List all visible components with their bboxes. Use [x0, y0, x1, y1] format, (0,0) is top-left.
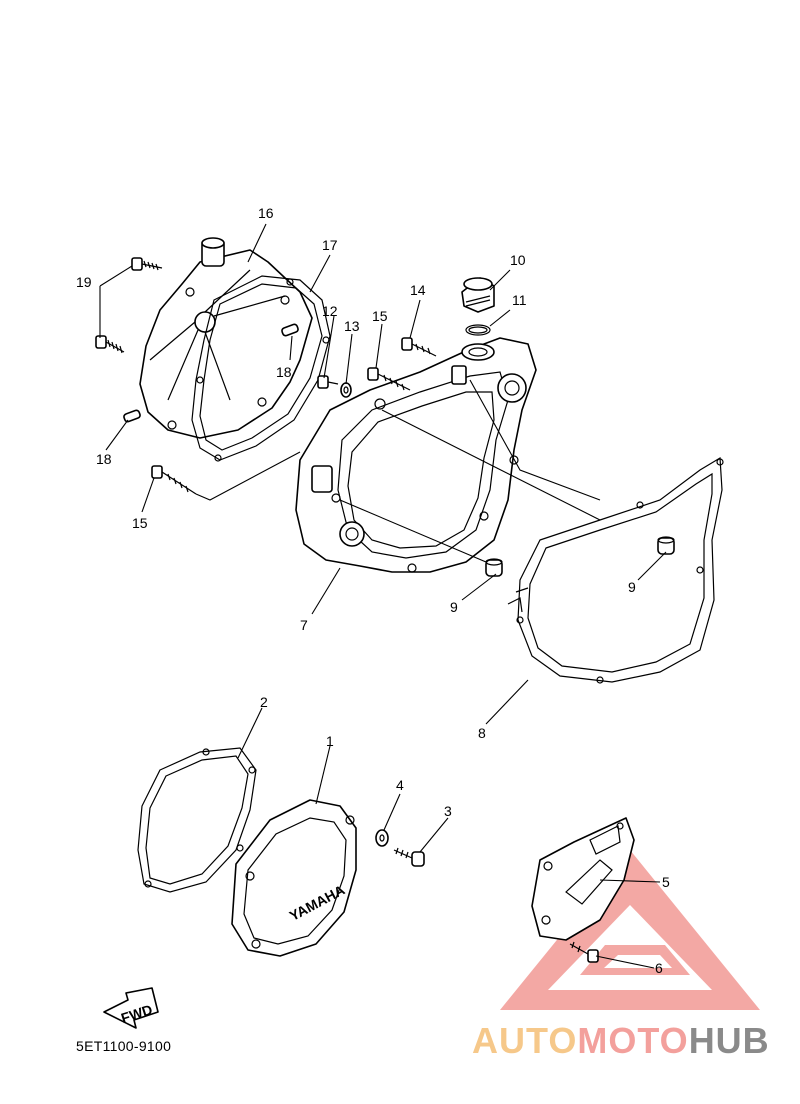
callout-15: 15 — [372, 308, 388, 324]
part-13-washer — [340, 382, 352, 398]
callout-2: 2 — [260, 694, 268, 710]
callout-7: 7 — [300, 617, 308, 633]
part-11-o-ring — [465, 324, 491, 336]
part-1-generator-cover: YAMAHA — [231, 799, 357, 957]
callout-3: 3 — [444, 803, 452, 819]
part-14-bolt — [401, 337, 437, 357]
diagram-code: 5ET1100-9100 — [76, 1038, 172, 1054]
callout-17: 17 — [322, 237, 338, 253]
alignment-line — [469, 379, 601, 501]
part-3-bolt — [393, 847, 425, 867]
part-18-dowel-pin — [123, 409, 141, 423]
part-19-bolt — [95, 335, 125, 354]
part-12-bolt — [317, 375, 339, 389]
callout-8: 8 — [478, 725, 486, 741]
part-15-bolt — [367, 367, 411, 391]
callout-6: 6 — [655, 960, 663, 976]
part-9-dowel — [485, 558, 503, 577]
part-16-clutch-cover — [139, 237, 313, 439]
callout-10: 10 — [510, 252, 526, 268]
leader-lines — [99, 223, 667, 969]
callout-16: 16 — [258, 205, 274, 221]
watermark-triangle-icon — [500, 850, 760, 1010]
part-5-guard-plate — [531, 817, 635, 941]
bolt-alignment-line — [195, 451, 301, 501]
watermark-part-moto: MOTO — [577, 1020, 689, 1061]
watermark-part-hub: HUB — [688, 1020, 770, 1061]
callout-14: 14 — [410, 282, 426, 298]
part-4-washer — [375, 829, 389, 847]
callout-18: 18 — [96, 451, 112, 467]
watermark-part-auto: AUTO — [472, 1020, 578, 1061]
callout-5: 5 — [662, 874, 670, 890]
part-8-gasket — [507, 456, 724, 684]
callout-15: 15 — [132, 515, 148, 531]
fwd-arrow-icon: FWD — [103, 987, 159, 1029]
callout-labels: 1 2 3 4 5 6 7 8 9 9 10 11 12 13 14 15 15… — [76, 205, 670, 976]
callout-18: 18 — [276, 364, 292, 380]
callout-9: 9 — [450, 599, 458, 615]
callout-11: 11 — [512, 292, 527, 308]
part-2-gasket — [137, 747, 257, 893]
part-9-dowel — [657, 536, 675, 555]
alignment-line — [339, 499, 487, 563]
alignment-line — [381, 409, 601, 521]
part-7-crankcase-cover — [295, 337, 537, 573]
oil-filler-boss — [461, 343, 495, 361]
part-18-dowel-pin — [281, 323, 299, 337]
watermark-logo: AUTOMOTOHUB — [472, 1020, 770, 1062]
part-17-gasket — [191, 275, 331, 462]
part-10-oil-filler-plug — [461, 277, 495, 313]
callout-12: 12 — [322, 303, 338, 319]
callout-19: 19 — [76, 274, 92, 290]
callout-4: 4 — [396, 777, 404, 793]
callout-13: 13 — [344, 318, 360, 334]
callout-9: 9 — [628, 579, 636, 595]
part-19-bolt — [131, 257, 163, 271]
part-15-bolt — [151, 465, 197, 495]
callout-1: 1 — [326, 733, 334, 749]
